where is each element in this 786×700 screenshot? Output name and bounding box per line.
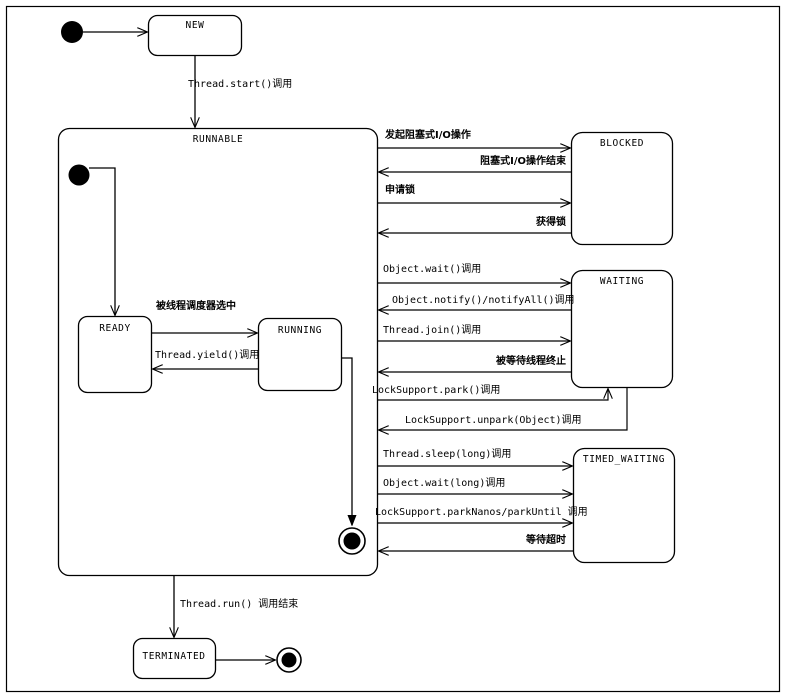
transition-label-blocking-io-start: 发起阻塞式I/O操作 bbox=[385, 130, 471, 141]
state-label-new: NEW bbox=[185, 20, 205, 31]
inner-initial-state-marker bbox=[68, 164, 90, 186]
transition-label-object-wait: Object.wait()调用 bbox=[383, 264, 482, 275]
edge-inner-initial-to-ready bbox=[89, 167, 115, 315]
transition-label-lock-obtained: 获得锁 bbox=[536, 217, 566, 228]
inner-final-state-core bbox=[343, 532, 361, 550]
state-label-blocked: BLOCKED bbox=[599, 138, 645, 149]
transition-label-run-finished: Thread.run() 调用结束 bbox=[180, 599, 299, 610]
transition-label-wait-timeout: 等待超时 bbox=[526, 535, 566, 546]
state-new[interactable] bbox=[147, 14, 243, 57]
state-label-ready: READY bbox=[99, 323, 131, 334]
state-waiting[interactable] bbox=[570, 269, 674, 389]
transition-label-scheduler-selected: 被线程调度器选中 bbox=[156, 301, 236, 312]
transition-label-yield: Thread.yield()调用 bbox=[155, 350, 260, 361]
transition-label-locksupport-parknanos: LockSupport.parkNanos/parkUntil 调用 bbox=[375, 507, 588, 518]
diagram-frame bbox=[5, 5, 781, 693]
transition-label-joined-thread-terminated: 被等待线程终止 bbox=[496, 356, 566, 367]
state-terminated[interactable] bbox=[132, 637, 217, 680]
transition-label-start: Thread.start()调用 bbox=[188, 79, 293, 90]
state-label-running: RUNNING bbox=[277, 325, 323, 336]
state-running[interactable] bbox=[257, 317, 343, 392]
state-blocked[interactable] bbox=[570, 131, 674, 246]
final-state-core bbox=[281, 652, 297, 668]
state-ready[interactable] bbox=[77, 315, 153, 394]
transition-label-acquire-lock-request: 申请锁 bbox=[385, 185, 415, 196]
edge-waiting-to-runnable-unpark bbox=[379, 388, 628, 430]
transition-label-locksupport-park: LockSupport.park()调用 bbox=[372, 385, 501, 396]
edge-running-to-final bbox=[342, 357, 352, 525]
state-label-terminated: TERMINATED bbox=[142, 651, 206, 662]
transition-label-locksupport-unpark: LockSupport.unpark(Object)调用 bbox=[405, 415, 582, 426]
state-label-runnable: RUNNABLE bbox=[192, 134, 244, 145]
state-label-timed-waiting: TIMED_WAITING bbox=[582, 454, 666, 465]
state-timed-waiting[interactable] bbox=[572, 447, 676, 564]
state-runnable[interactable] bbox=[57, 127, 379, 577]
transition-label-thread-join: Thread.join()调用 bbox=[383, 325, 482, 336]
transition-label-object-wait-timed: Object.wait(long)调用 bbox=[383, 478, 506, 489]
initial-state-marker bbox=[61, 21, 83, 43]
transition-label-object-notify: Object.notify()/notifyAll()调用 bbox=[392, 295, 575, 306]
edge-runnable-to-waiting-park bbox=[378, 389, 608, 401]
transition-label-thread-sleep: Thread.sleep(long)调用 bbox=[383, 449, 512, 460]
state-label-waiting: WAITING bbox=[599, 276, 645, 287]
transition-label-blocking-io-end: 阻塞式I/O操作结束 bbox=[480, 156, 566, 167]
